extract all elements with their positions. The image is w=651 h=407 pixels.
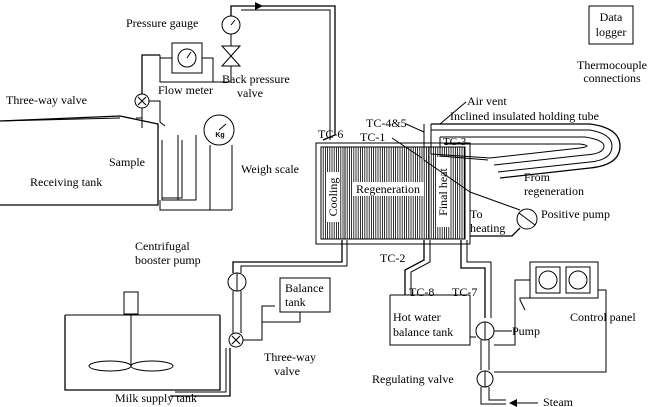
thermocouple-label-2: connections <box>583 71 641 85</box>
tc6-label: TC-6 <box>318 127 343 141</box>
pressure-gauge <box>221 15 241 46</box>
from-regen-label-2: regeneration <box>524 184 584 198</box>
tc2-label: TC-2 <box>380 251 405 265</box>
holding-tube-label: Inclined insulated holding tube <box>450 109 599 123</box>
weigh-scale-label: Weigh scale <box>241 162 299 176</box>
scale-kg-label: Kg <box>215 132 224 139</box>
hot-water-balance-tank <box>389 294 471 346</box>
regeneration-label: Regeneration <box>356 182 420 196</box>
sample-label: Sample <box>109 155 145 169</box>
from-regen-label-1: From <box>524 170 551 184</box>
control-panel-label: Control panel <box>570 310 636 324</box>
data-logger-label-2: logger <box>596 25 627 39</box>
data-logger-label-1: Data <box>600 10 623 24</box>
flow-meter <box>159 42 214 83</box>
final-heat-label: Final heat <box>436 168 450 216</box>
control-panel <box>494 261 607 373</box>
tc7-label: TC-7 <box>452 285 477 299</box>
thermocouple-label-1: Thermocouple <box>577 58 647 72</box>
tc3-label: TC-3 <box>443 136 467 148</box>
regulating-valve-label: Regulating valve <box>372 372 454 386</box>
balance-tank <box>262 277 331 323</box>
pressure-gauge-label: Pressure gauge <box>126 16 198 30</box>
milk-supply-tank-label: Milk supply tank <box>115 391 197 405</box>
air-vent-label: Air vent <box>467 94 507 108</box>
positive-pump-label: Positive pump <box>541 207 610 221</box>
to-heating-label-2: heating <box>470 221 505 235</box>
hot-water-label-2: balance tank <box>393 325 453 339</box>
centrifugal-booster-pump <box>227 240 348 333</box>
holding-tube <box>423 123 621 193</box>
back-pressure-label-1: Back pressure <box>222 72 290 86</box>
three-way-valve-top-label: Three-way valve <box>6 93 87 107</box>
three-way-valve-bottom-label-1: Three-way <box>264 350 316 364</box>
centrifugal-label-2: booster pump <box>135 253 201 267</box>
tc8-label: TC-8 <box>409 285 434 299</box>
receiving-tank <box>0 115 159 206</box>
three-way-valve-bottom <box>228 305 275 348</box>
sample-beakers <box>161 135 197 201</box>
balance-tank-label-1: Balance <box>285 281 324 295</box>
regulating-valve <box>476 370 506 405</box>
hot-water-pump <box>470 321 512 370</box>
weigh-scale: Kg <box>159 114 235 211</box>
steam-label: Steam <box>543 395 574 407</box>
positive-pump <box>470 208 538 237</box>
centrifugal-label-1: Centrifugal <box>135 239 190 253</box>
hot-water-piping <box>404 240 492 318</box>
tc1-label: TC-1 <box>360 130 385 144</box>
hot-water-label-1: Hot water <box>393 310 441 324</box>
back-pressure-valve <box>213 45 242 83</box>
to-heating-label-1: To <box>470 207 483 221</box>
flow-meter-label: Flow meter <box>158 83 213 97</box>
back-pressure-label-2: valve <box>237 86 263 100</box>
three-way-valve-bottom-label-2: valve <box>274 364 300 378</box>
data-logger: Data logger <box>588 5 634 45</box>
heat-exchanger <box>315 142 471 245</box>
balance-tank-label-2: tank <box>285 295 306 309</box>
tc45-label: TC-4&5 <box>366 116 407 130</box>
milk-supply-tank <box>64 291 221 391</box>
pump-label: Pump <box>512 324 540 338</box>
receiving-tank-label: Receiving tank <box>30 175 102 189</box>
cooling-label: Cooling <box>326 178 340 217</box>
